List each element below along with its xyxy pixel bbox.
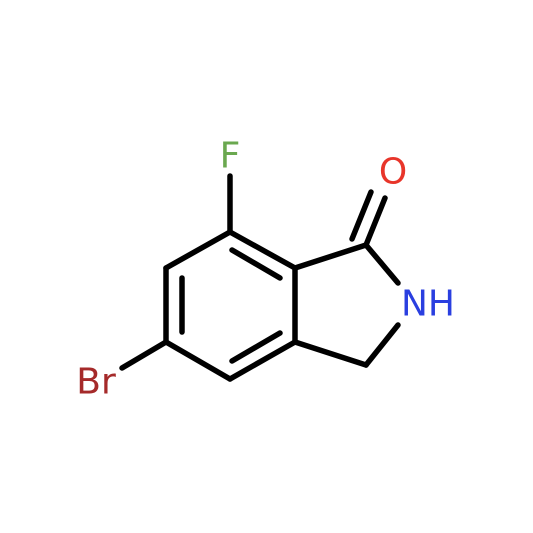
bond-c4-c3a xyxy=(227,339,298,382)
bond-c1-n2 xyxy=(363,242,401,286)
bond-c7a-c7 xyxy=(227,229,298,271)
bond-c7a-c7-inner xyxy=(229,247,283,281)
bond-n2-c3 xyxy=(363,322,401,368)
atom-nitrogen-h: NH xyxy=(401,284,455,325)
atom-fluorine: F xyxy=(220,136,241,177)
bond-c3-c3a xyxy=(292,339,369,368)
bond-c7a-c1 xyxy=(292,242,369,271)
bond-c4-c3a-inner xyxy=(229,330,283,364)
bond-c5-br xyxy=(119,339,169,371)
bond-c7-c6 xyxy=(163,229,233,271)
bond-c1-o-second xyxy=(349,189,374,242)
atom-oxygen: O xyxy=(379,152,407,193)
bond-c1-o xyxy=(363,195,388,248)
bond-c5-c4 xyxy=(163,339,233,382)
atom-bromine: Br xyxy=(76,362,116,403)
